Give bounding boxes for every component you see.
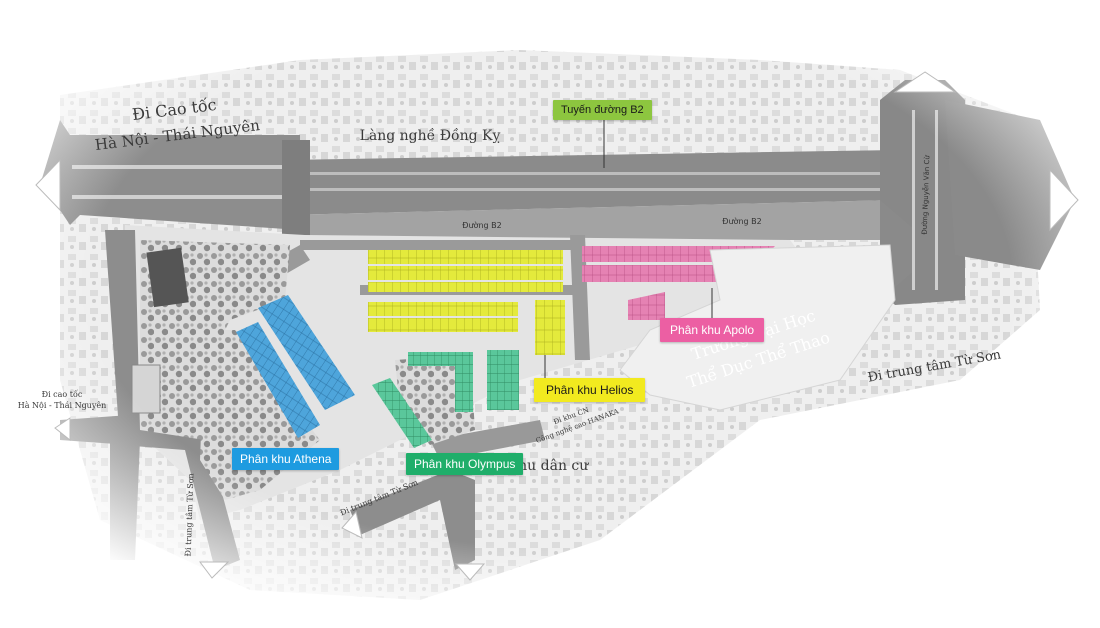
arrow-right-icon — [1049, 168, 1079, 232]
arrow-up-icon — [893, 71, 957, 93]
road-b2-right-label: Đường B2 — [722, 216, 761, 226]
arrow-south-2-icon — [454, 563, 486, 581]
zone-tag-b2: Tuyến đường B2 — [553, 100, 652, 120]
road-nguyen-van-cu-label: Đường Nguyễn Văn Cừ — [920, 154, 932, 234]
arrow-south-icon — [199, 561, 230, 579]
residential-label: Khu dân cư — [508, 458, 590, 474]
arrow-left-icon — [35, 158, 61, 212]
zone-tag-apolo: Phân khu Apolo — [660, 318, 765, 342]
arrow-southwest-icon — [341, 510, 363, 539]
road-b2-left-label: Đường B2 — [462, 220, 501, 230]
arrow-west-small-icon — [54, 417, 71, 442]
left-highway-line1-label: Đi cao tốc — [42, 390, 83, 399]
zone-tag-athena: Phân khu Athena — [232, 448, 340, 470]
left-highway-line2-label: Hà Nội - Thái Nguyên — [18, 401, 107, 410]
zone-tag-helios: Phân khu Helios — [534, 378, 646, 402]
village-label: Làng nghề Đồng Kỵ — [360, 127, 501, 144]
bottom-tu-son-vertical-label: Đi trung tâm Từ Sơn — [184, 473, 196, 556]
zone-tag-olympus: Phân khu Olympus — [406, 453, 524, 475]
